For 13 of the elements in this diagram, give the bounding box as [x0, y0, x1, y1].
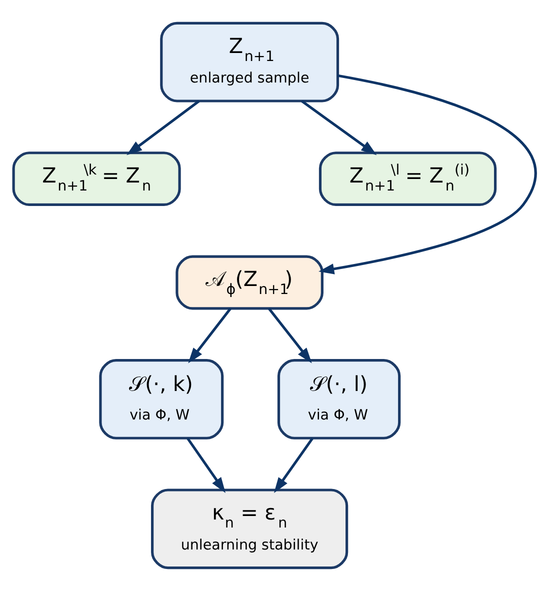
arrow: [274, 438, 314, 493]
arrow: [318, 74, 536, 274]
node-box: κ$_{n}$ = ε$_{n}$ unlearning stability: [151, 488, 348, 570]
arrow: [186, 438, 226, 493]
arrow: [301, 100, 377, 156]
node-box: Z$_{n+1}$$^{\k}$ = Z$_{n}$: [12, 152, 181, 206]
node-box: Z$_{n+1}$ enlarged sample: [160, 22, 340, 102]
arrow: [126, 100, 200, 156]
node-box: 𝒜$_{ϕ}$(Z$_{n+1}$): [176, 255, 324, 310]
node-box: 𝒮(·, k) via Φ, W: [99, 359, 224, 440]
arrow: [188, 308, 232, 364]
arrow: [268, 308, 312, 364]
node-box: 𝒮(·, l) via Φ, W: [277, 359, 401, 440]
